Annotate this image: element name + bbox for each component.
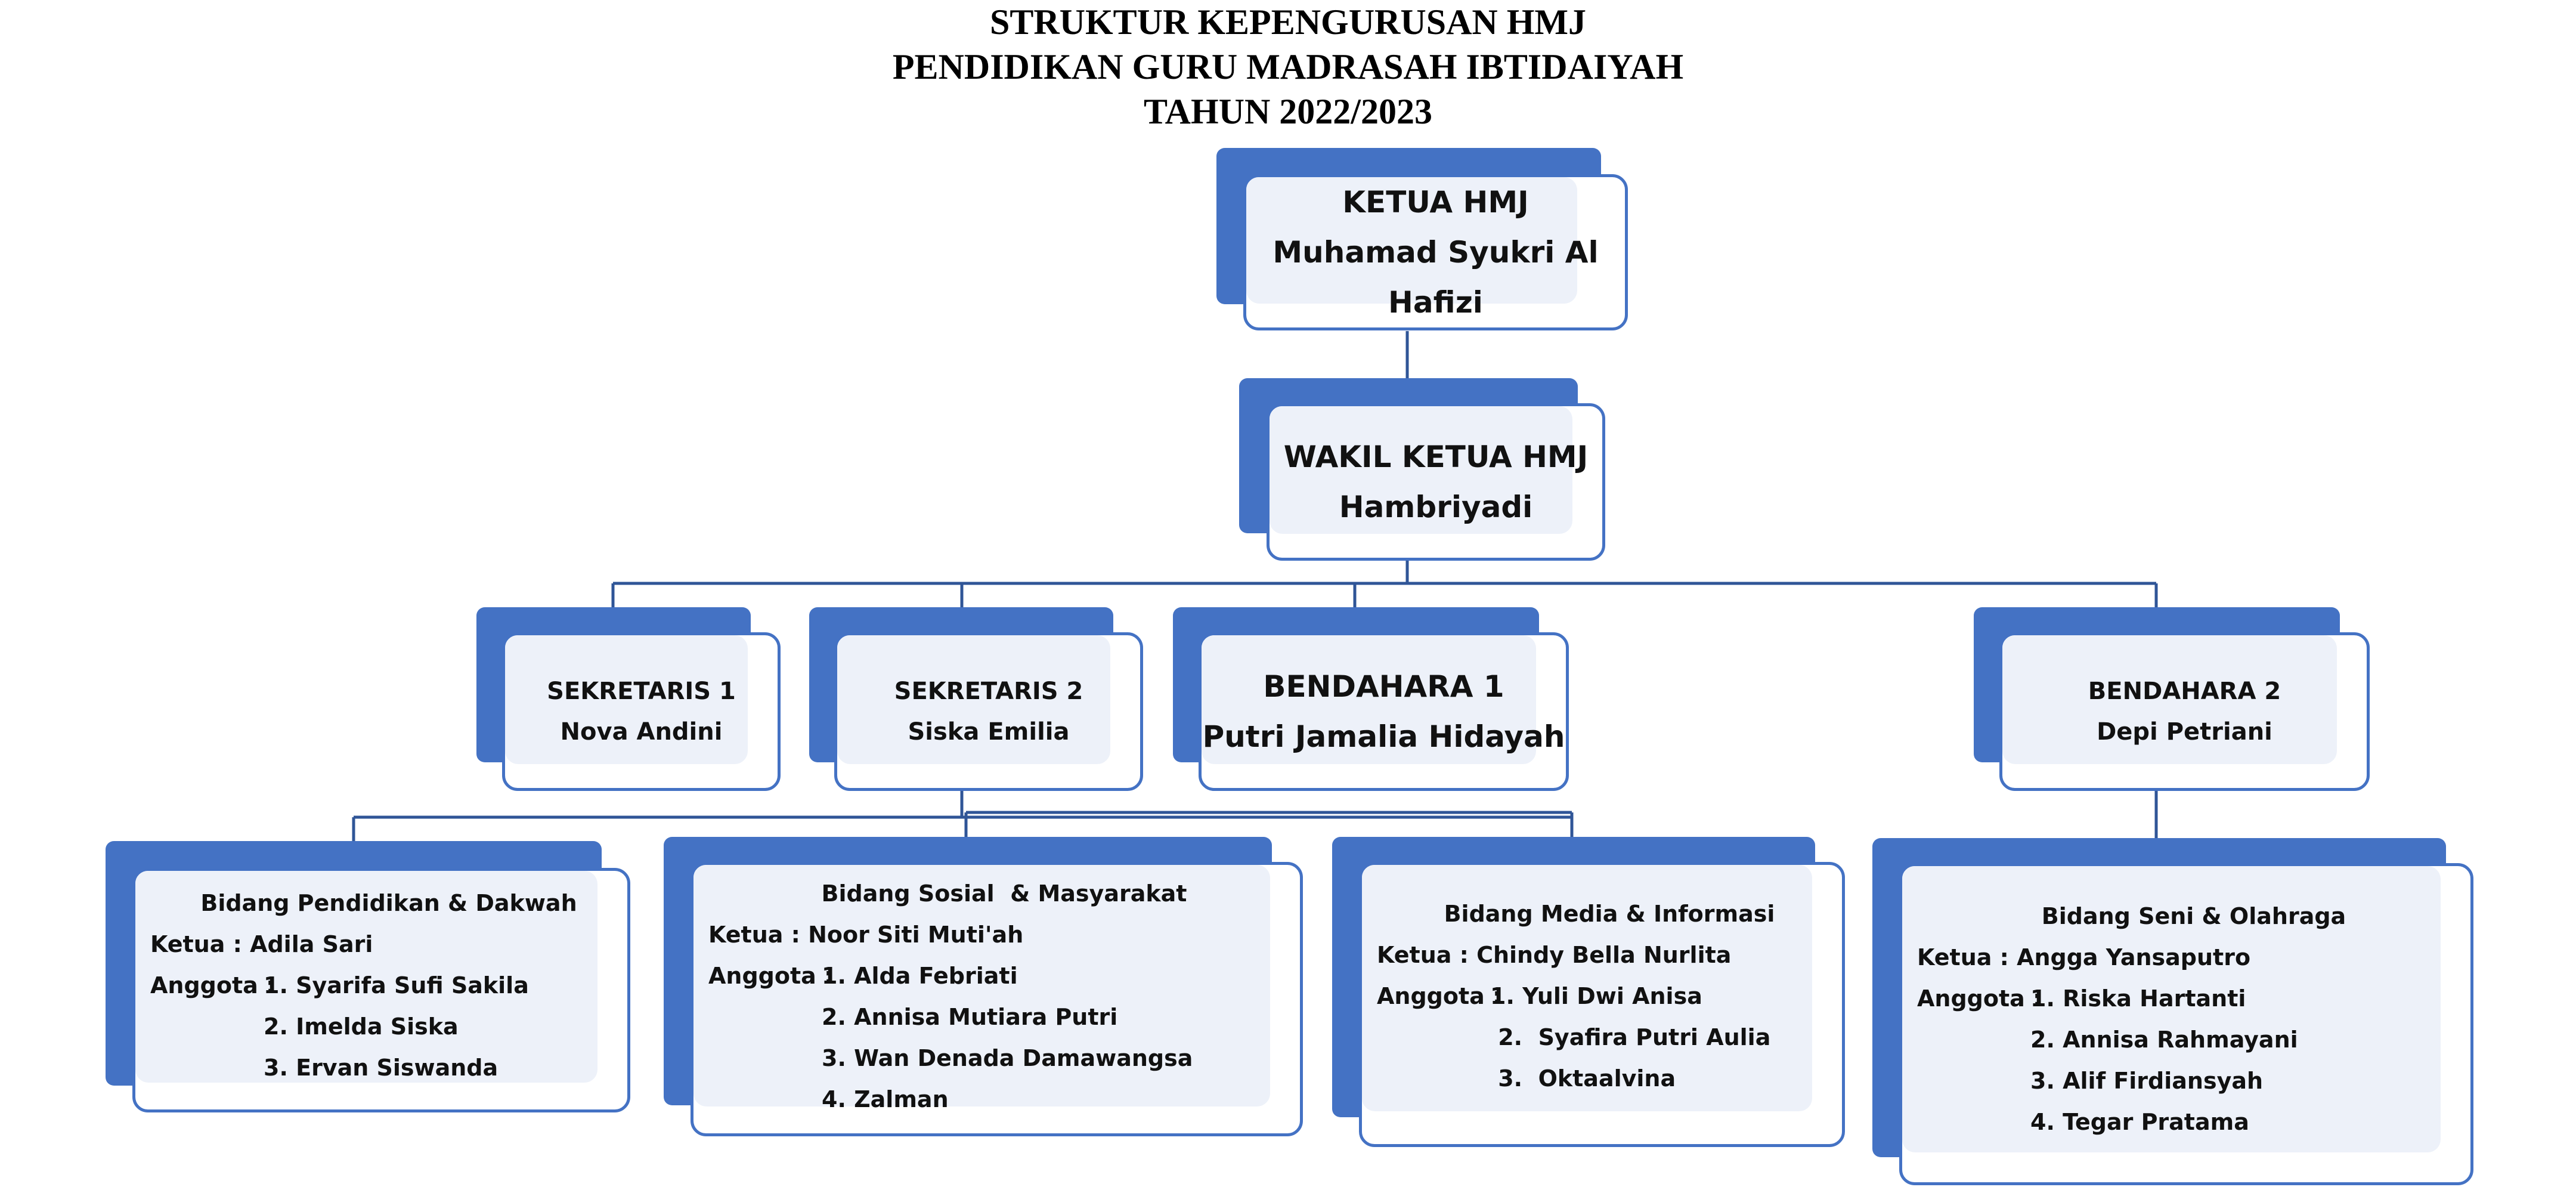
officer-name: Nova Andini <box>560 718 723 746</box>
division-title: Bidang Seni & Olahraga <box>2041 903 2346 929</box>
title-line-3: TAHUN 2022/2023 <box>1144 92 1432 131</box>
ketua-box: KETUA HMJ Muhamad Syukri Al Hafizi <box>1216 148 1628 333</box>
officer-name: Putri Jamalia Hidayah <box>1202 719 1565 754</box>
division-sosial-masyarakat: Bidang Sosial & Masyarakat Ketua : Noor … <box>664 837 1303 1136</box>
division-ketua: Ketua : Chindy Bella Nurlita <box>1377 942 1732 968</box>
member-item: 2. Annisa Mutiara Putri <box>822 1004 1118 1030</box>
division-members: Anggota : 1. Riska Hartanti 2. Annisa Ra… <box>1917 978 2298 1143</box>
officer-name: Depi Petriani <box>2097 718 2272 746</box>
member-item: 1. Alda Febriati <box>822 963 1018 989</box>
member-item: 2. Imelda Siska <box>264 1013 459 1040</box>
anggota-label: Anggota : <box>1377 983 1510 1009</box>
member-item: 3. Alif Firdiansyah <box>2030 1068 2264 1094</box>
officer-sekretaris-1: SEKRETARIS 1 Nova Andini <box>476 607 781 791</box>
officer-bendahara-1: BENDAHARA 1 Putri Jamalia Hidayah <box>1173 607 1569 791</box>
member-item: 1. Riska Hartanti <box>2030 985 2246 1012</box>
division-pendidikan-dakwah: Bidang Pendidikan & Dakwah Ketua : Adila… <box>106 841 630 1112</box>
member-item: 3. Wan Denada Damawangsa <box>822 1045 1193 1071</box>
division-ketua: Ketua : Noor Siti Muti'ah <box>708 922 1024 948</box>
officer-sekretaris-2: SEKRETARIS 2 Siska Emilia <box>809 607 1143 791</box>
member-item: 1. Syarifa Sufi Sakila <box>264 972 529 999</box>
ketua-name: Muhamad Syukri Al Hafizi <box>1272 235 1599 320</box>
division-seni-olahraga: Bidang Seni & Olahraga Ketua : Angga Yan… <box>1872 838 2473 1185</box>
officer-bendahara-2: BENDAHARA 2 Depi Petriani <box>1974 607 2370 791</box>
anggota-label: Anggota : <box>1917 985 2050 1012</box>
member-item: 3. Ervan Siswanda <box>264 1055 499 1081</box>
member-item: 4. Tegar Pratama <box>2030 1109 2249 1135</box>
member-item: 1. Yuli Dwi Anisa <box>1490 983 1702 1009</box>
member-item: 2. Syafira Putri Aulia <box>1490 1024 1771 1050</box>
member-item: 2. Annisa Rahmayani <box>2030 1027 2298 1053</box>
division-members: Anggota : 1. Yuli Dwi Anisa 2. Syafira P… <box>1377 976 1770 1099</box>
member-item: 3. Oktaalvina <box>1490 1065 1676 1092</box>
division-media-informasi: Bidang Media & Informasi Ketua : Chindy … <box>1332 837 1845 1148</box>
division-ketua: Ketua : Angga Yansaputro <box>1917 944 2251 970</box>
officer-role: SEKRETARIS 1 <box>547 678 736 705</box>
officer-role: BENDAHARA 2 <box>2088 678 2281 705</box>
officer-role: SEKRETARIS 2 <box>894 678 1083 705</box>
division-members: Anggota : 1. Alda Febriati 2. Annisa Mut… <box>708 956 1193 1120</box>
division-members: Anggota : 1. Syarifa Sufi Sakila 2. Imel… <box>150 965 529 1089</box>
ketua-role: KETUA HMJ <box>1342 185 1529 220</box>
anggota-label: Anggota : <box>708 963 841 989</box>
wakil-name: Hambriyadi <box>1339 490 1533 524</box>
wakil-role: WAKIL KETUA HMJ <box>1283 440 1589 474</box>
officer-name: Siska Emilia <box>908 718 1070 746</box>
chart-title: STRUKTUR KEPENGURUSAN HMJ PENDIDIKAN GUR… <box>0 0 2576 134</box>
wakil-box: WAKIL KETUA HMJ Hambriyadi <box>1239 378 1605 561</box>
division-ketua: Ketua : Adila Sari <box>150 931 373 957</box>
title-line-2: PENDIDIKAN GURU MADRASAH IBTIDAIYAH <box>892 47 1684 86</box>
division-title: Bidang Sosial & Masyarakat <box>821 880 1187 907</box>
anggota-label: Anggota : <box>150 972 283 999</box>
member-item: 4. Zalman <box>822 1086 949 1112</box>
division-title: Bidang Pendidikan & Dakwah <box>200 890 577 916</box>
title-line-1: STRUKTUR KEPENGURUSAN HMJ <box>989 2 1587 42</box>
division-title: Bidang Media & Informasi <box>1444 901 1775 927</box>
officer-role: BENDAHARA 1 <box>1263 669 1504 704</box>
